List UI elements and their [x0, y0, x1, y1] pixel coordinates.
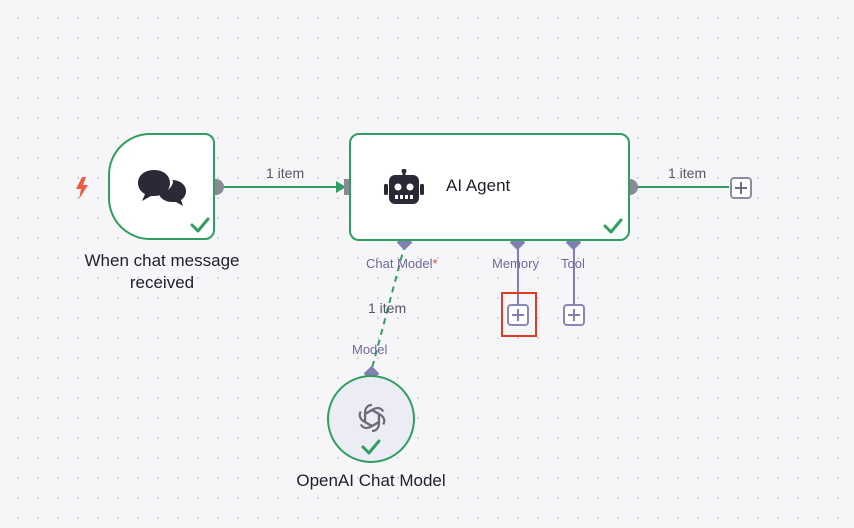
trigger-agent-item-count: 1 item	[266, 165, 305, 181]
plus-icon	[512, 309, 524, 321]
openai-node-title: OpenAI Chat Model	[296, 471, 446, 490]
add-memory-button[interactable]	[507, 304, 529, 326]
highlight-box	[501, 292, 537, 337]
ai-agent-node[interactable]	[349, 133, 630, 241]
tool-label: Tool	[561, 256, 585, 271]
model-connector-label: Model	[352, 342, 388, 357]
trigger-node-title: When chat message received	[84, 251, 240, 292]
plus-icon	[568, 309, 580, 321]
required-marker: *	[432, 256, 438, 271]
lightning-bolt-icon	[73, 176, 91, 200]
memory-label: Memory	[492, 256, 539, 271]
check-icon	[603, 218, 623, 239]
chat-trigger-node[interactable]	[108, 133, 215, 240]
ai-agent-title: AI Agent	[446, 176, 511, 195]
robot-icon	[384, 168, 424, 212]
openai-chat-model-node[interactable]	[327, 375, 415, 463]
connection-arrow	[336, 181, 346, 193]
openai-icon	[355, 401, 389, 440]
add-tool-button[interactable]	[563, 304, 585, 326]
agent-output-item-count: 1 item	[668, 165, 707, 181]
check-icon	[361, 439, 381, 460]
agent-input-handle[interactable]	[344, 179, 351, 195]
plus-icon	[735, 182, 747, 194]
add-node-button[interactable]	[730, 177, 752, 199]
chat-model-label: Chat Model*	[366, 256, 438, 271]
chat-bubbles-icon	[136, 168, 188, 213]
check-icon	[190, 217, 210, 238]
model-agent-connection[interactable]	[370, 243, 406, 373]
chat-model-label-text: Chat Model	[366, 256, 433, 271]
model-item-count: 1 item	[368, 300, 407, 316]
